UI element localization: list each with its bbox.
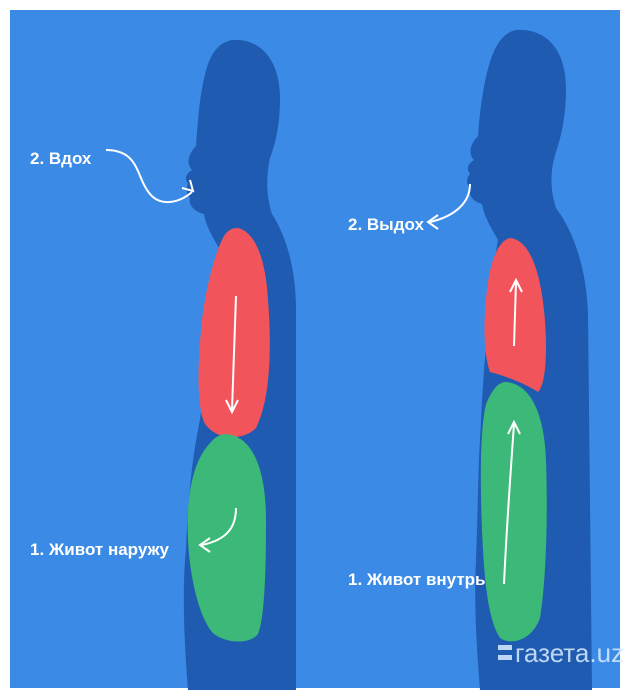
right-belly-label: 1. Живот внутрь — [348, 570, 486, 589]
left-breath-label: 2. Вдох — [30, 149, 92, 168]
right-breath-label: 2. Выдох — [348, 215, 424, 234]
watermark-logo-bar — [498, 655, 512, 660]
watermark-logo-icon — [498, 645, 512, 650]
watermark-text: газета.uz — [515, 638, 624, 668]
left-belly-label: 1. Живот наружу — [30, 540, 170, 559]
watermark: газета.uz — [498, 638, 624, 668]
